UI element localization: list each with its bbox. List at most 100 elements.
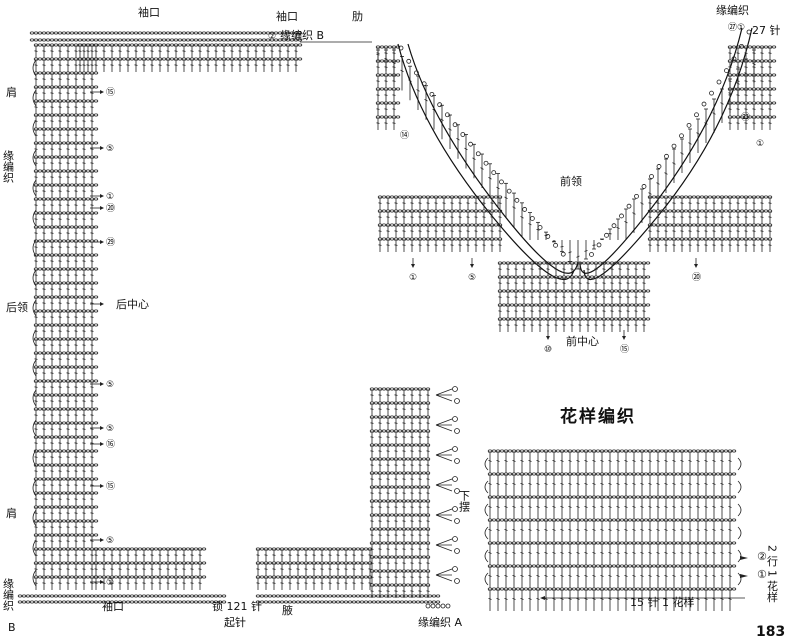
- stitch-line: [90, 246, 94, 248]
- chain-stitch: [65, 99, 71, 103]
- chain-stitch: [85, 99, 91, 103]
- chain-stitch: [61, 407, 67, 411]
- stitch-line: [386, 244, 390, 246]
- stitch-line: [74, 470, 78, 472]
- chain-stitch: [553, 289, 559, 293]
- stitch-line: [458, 244, 462, 246]
- chain-stitch: [65, 253, 71, 257]
- stitch-line: [66, 232, 70, 234]
- chain-stitch: [69, 169, 75, 173]
- chain-stitch: [373, 401, 379, 405]
- stitch-line: [66, 428, 70, 430]
- chain-stitch: [597, 303, 603, 307]
- chain-stitch: [37, 239, 43, 243]
- chain-stitch: [473, 223, 479, 227]
- picot-stitch: [611, 223, 617, 229]
- stitch-line: [50, 526, 54, 528]
- chain-stitch: [633, 317, 639, 321]
- stitch-line: [294, 64, 298, 66]
- stitch-line: [392, 94, 396, 96]
- stitch-line: [66, 176, 70, 178]
- stitch-line: [58, 400, 62, 402]
- stitch-line: [34, 442, 38, 444]
- chain-stitch: [205, 43, 211, 47]
- chain-stitch: [405, 527, 411, 531]
- stitch-line: [90, 274, 94, 276]
- chain-stitch: [381, 541, 387, 545]
- chain-stitch: [763, 237, 769, 241]
- stitch-line: [474, 230, 478, 232]
- arrow-icon: [100, 426, 104, 430]
- chain-stitch: [197, 600, 203, 604]
- chain-stitch: [389, 583, 395, 587]
- chain-stitch: [45, 594, 51, 598]
- chain-stitch: [401, 195, 407, 199]
- stitch-line: [418, 590, 422, 592]
- chain-stitch: [93, 407, 99, 411]
- chain-stitch: [367, 600, 373, 604]
- chain-stitch: [759, 45, 765, 49]
- chain-stitch: [49, 323, 55, 327]
- chain-stitch: [355, 547, 361, 551]
- chain-stitch: [373, 471, 379, 475]
- chain-stitch: [181, 575, 187, 579]
- chain-stitch: [77, 31, 83, 35]
- chain-stitch: [41, 71, 47, 75]
- chain-stitch: [641, 317, 647, 321]
- chain-stitch: [739, 237, 745, 241]
- stitch-line: [522, 324, 526, 326]
- chain-stitch: [69, 71, 75, 75]
- chain-stitch: [73, 594, 79, 598]
- stitch-line: [42, 372, 46, 374]
- stitch-line: [34, 232, 38, 234]
- chain-stitch: [73, 169, 79, 173]
- chain-stitch: [69, 225, 75, 229]
- stitch-line: [370, 450, 374, 452]
- row-marker: ①: [409, 273, 417, 283]
- chain-stitch: [465, 195, 471, 199]
- stitch-line: [736, 230, 740, 232]
- chain-stitch: [731, 223, 737, 227]
- chain-stitch: [395, 600, 401, 604]
- chain-stitch: [233, 57, 239, 61]
- stitch-line: [506, 268, 510, 270]
- stitch-line: [50, 120, 54, 122]
- chain-stitch: [101, 547, 107, 551]
- chain-stitch: [89, 337, 95, 341]
- chain-stitch: [393, 443, 399, 447]
- chain-stitch: [153, 594, 159, 598]
- picot-stitch: [560, 251, 566, 257]
- chain-stitch: [397, 223, 403, 227]
- stitch-line: [370, 534, 374, 536]
- chain-stitch: [523, 449, 529, 453]
- chain-stitch: [413, 541, 419, 545]
- chain-stitch: [259, 594, 265, 598]
- chain-stitch: [49, 533, 55, 537]
- stitch-line: [74, 330, 78, 332]
- chain-stitch: [421, 513, 427, 517]
- chain-stitch: [61, 253, 67, 257]
- chain-stitch: [453, 237, 459, 241]
- stitch-line: [42, 540, 46, 542]
- chain-stitch: [509, 261, 515, 265]
- chain-stitch: [61, 281, 67, 285]
- stitch-line: [42, 400, 46, 402]
- chain-stitch: [619, 449, 625, 453]
- chain-stitch: [421, 555, 427, 559]
- picot-stitch: [454, 398, 460, 404]
- stitch-line: [514, 268, 518, 270]
- chain-stitch: [287, 600, 293, 604]
- stitch-line: [410, 520, 414, 522]
- picot-stitch: [452, 416, 458, 422]
- stitch-line: [272, 582, 276, 584]
- chain-stitch: [323, 600, 329, 604]
- chain-stitch: [659, 195, 665, 199]
- stitch-line: [768, 108, 772, 110]
- fan-edge: [435, 568, 453, 582]
- chain-stitch: [37, 449, 43, 453]
- stitch-line: [426, 244, 430, 246]
- arrow-icon: [100, 382, 104, 386]
- chain-stitch: [367, 575, 373, 579]
- chain-stitch: [279, 600, 285, 604]
- chain-stitch: [561, 303, 567, 307]
